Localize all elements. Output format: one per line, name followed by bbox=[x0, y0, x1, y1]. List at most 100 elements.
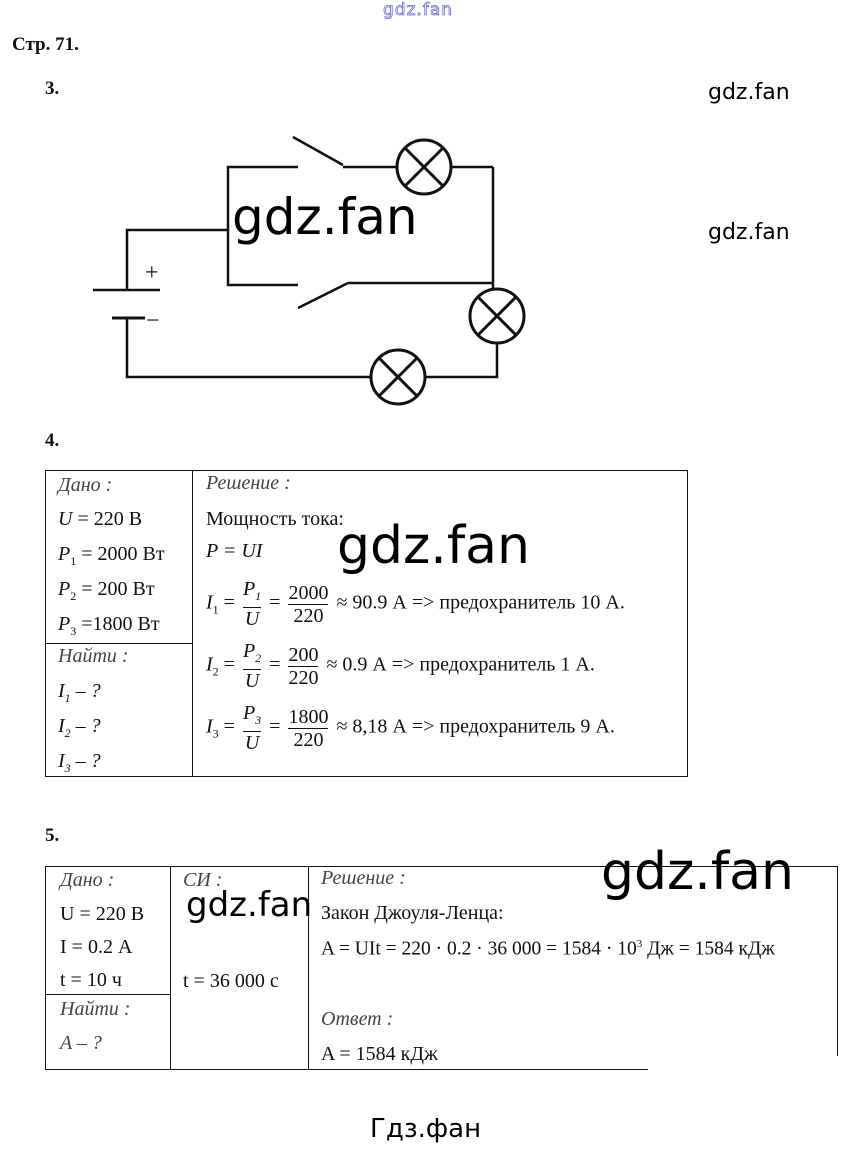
task5-number: 5. bbox=[45, 825, 60, 846]
text-part: U bbox=[244, 732, 260, 754]
given-item: P2 = 200 Вт bbox=[58, 578, 155, 604]
text-part: I bbox=[206, 591, 213, 614]
text-part bbox=[425, 343, 499, 379]
table-border bbox=[687, 470, 688, 776]
text-part: P bbox=[242, 640, 256, 662]
text-part: 1 bbox=[212, 602, 219, 617]
text-part: ≈ 90.9 А => предохранитель 10 А. bbox=[336, 591, 625, 614]
text-part: I bbox=[58, 750, 65, 772]
table-border bbox=[45, 776, 688, 777]
text-part: I bbox=[206, 653, 213, 676]
text-part: P bbox=[58, 578, 71, 600]
given-item: I = 0.2 А bbox=[60, 936, 133, 958]
text-part: ≈ 8,18 А => предохранитель 9 А. bbox=[336, 715, 615, 738]
watermark: gdz.fan bbox=[232, 188, 418, 246]
battery-minus-label: − bbox=[146, 308, 160, 334]
text-part bbox=[93, 135, 499, 379]
task4-number: 4. bbox=[45, 430, 60, 451]
find-title: Найти : bbox=[58, 645, 129, 667]
table-border bbox=[45, 994, 170, 995]
footer-watermark: Гдз.фан bbox=[370, 1114, 482, 1144]
text-part: I bbox=[58, 715, 65, 737]
text-part: P1 bbox=[242, 578, 262, 608]
given-item: U = 220 В bbox=[60, 903, 145, 925]
text-part: P bbox=[242, 578, 256, 600]
given-title: Дано : bbox=[58, 474, 113, 496]
find-item: I3 – ? bbox=[58, 750, 101, 776]
text-part: – ? bbox=[75, 750, 101, 772]
switch-1 bbox=[292, 135, 344, 167]
text-part: = 220 В bbox=[77, 508, 143, 530]
given-item: t = 10 ч bbox=[60, 969, 122, 991]
text-part: 3 bbox=[64, 761, 71, 775]
text-part: P bbox=[58, 613, 71, 635]
text-part: P bbox=[242, 702, 256, 724]
text-part: P3 bbox=[242, 702, 262, 732]
given-item: P3 =1800 Вт bbox=[58, 613, 160, 639]
law-name: Закон Джоуля-Ленца: bbox=[321, 902, 504, 924]
find-item: A – ? bbox=[60, 1032, 102, 1054]
text-part: 200 bbox=[288, 643, 319, 667]
table-border bbox=[45, 1069, 648, 1070]
text-part: 1800 bbox=[288, 705, 329, 729]
text-part: P2 bbox=[242, 640, 262, 670]
top-watermark: gdz.fan bbox=[383, 0, 454, 20]
text-part: A = UIt = 220 · 0.2 · 36 000 = 1584 · 10 bbox=[321, 938, 637, 960]
watermark: gdz.fan bbox=[601, 842, 794, 902]
table-border bbox=[192, 470, 193, 776]
answer-title: Ответ : bbox=[321, 1008, 394, 1030]
text-part: 2 bbox=[64, 726, 71, 740]
text-part: 1 bbox=[64, 691, 71, 705]
watermark: gdz.fan bbox=[708, 80, 790, 105]
text-part bbox=[125, 228, 228, 290]
text-part: = 2000 Вт bbox=[81, 543, 165, 565]
text-part bbox=[403, 146, 445, 188]
text-part: U bbox=[244, 670, 260, 692]
watermark: gdz.fan bbox=[337, 516, 530, 576]
text-part: 2000 bbox=[288, 581, 329, 605]
table-border bbox=[45, 866, 838, 867]
text-part: 220 bbox=[293, 604, 324, 627]
text-part: I bbox=[206, 715, 213, 738]
text-part bbox=[125, 318, 371, 379]
text-part: – ? bbox=[75, 680, 101, 702]
si-title: СИ : bbox=[183, 869, 223, 891]
table-border bbox=[170, 866, 171, 1069]
table-border bbox=[837, 866, 838, 1056]
text-part: Дж = 1584 кДж bbox=[642, 938, 775, 960]
given-item: P1 = 2000 Вт bbox=[58, 543, 165, 569]
text-part bbox=[377, 356, 419, 398]
text-part: 1 bbox=[255, 589, 262, 603]
text-part bbox=[476, 295, 518, 337]
solution-title: Решение : bbox=[321, 867, 406, 889]
switch-2 bbox=[297, 281, 349, 310]
text-part: U bbox=[58, 508, 73, 530]
text-part: I bbox=[58, 680, 65, 702]
solution-title: Решение : bbox=[206, 472, 291, 494]
formula: P = UI bbox=[206, 540, 263, 562]
task3-number: 3. bbox=[45, 78, 60, 99]
watermark: gdz.fan bbox=[708, 220, 790, 245]
formula: A = UIt = 220 · 0.2 · 36 000 = 1584 · 10… bbox=[321, 938, 775, 961]
page-heading: Стр. 71. bbox=[12, 34, 79, 55]
text-part: U bbox=[244, 608, 260, 630]
find-item: I2 – ? bbox=[58, 715, 101, 741]
text-part: 220 bbox=[293, 728, 324, 751]
text-part: 3 bbox=[255, 713, 262, 727]
text-part: 3 bbox=[70, 624, 77, 638]
solution-intro: Мощность тока: bbox=[206, 508, 344, 530]
text-part: – ? bbox=[75, 715, 101, 737]
text-part bbox=[226, 165, 298, 287]
watermark: gdz.fan bbox=[186, 885, 313, 925]
table-border bbox=[308, 866, 309, 1069]
text-part: 3 bbox=[212, 726, 219, 741]
